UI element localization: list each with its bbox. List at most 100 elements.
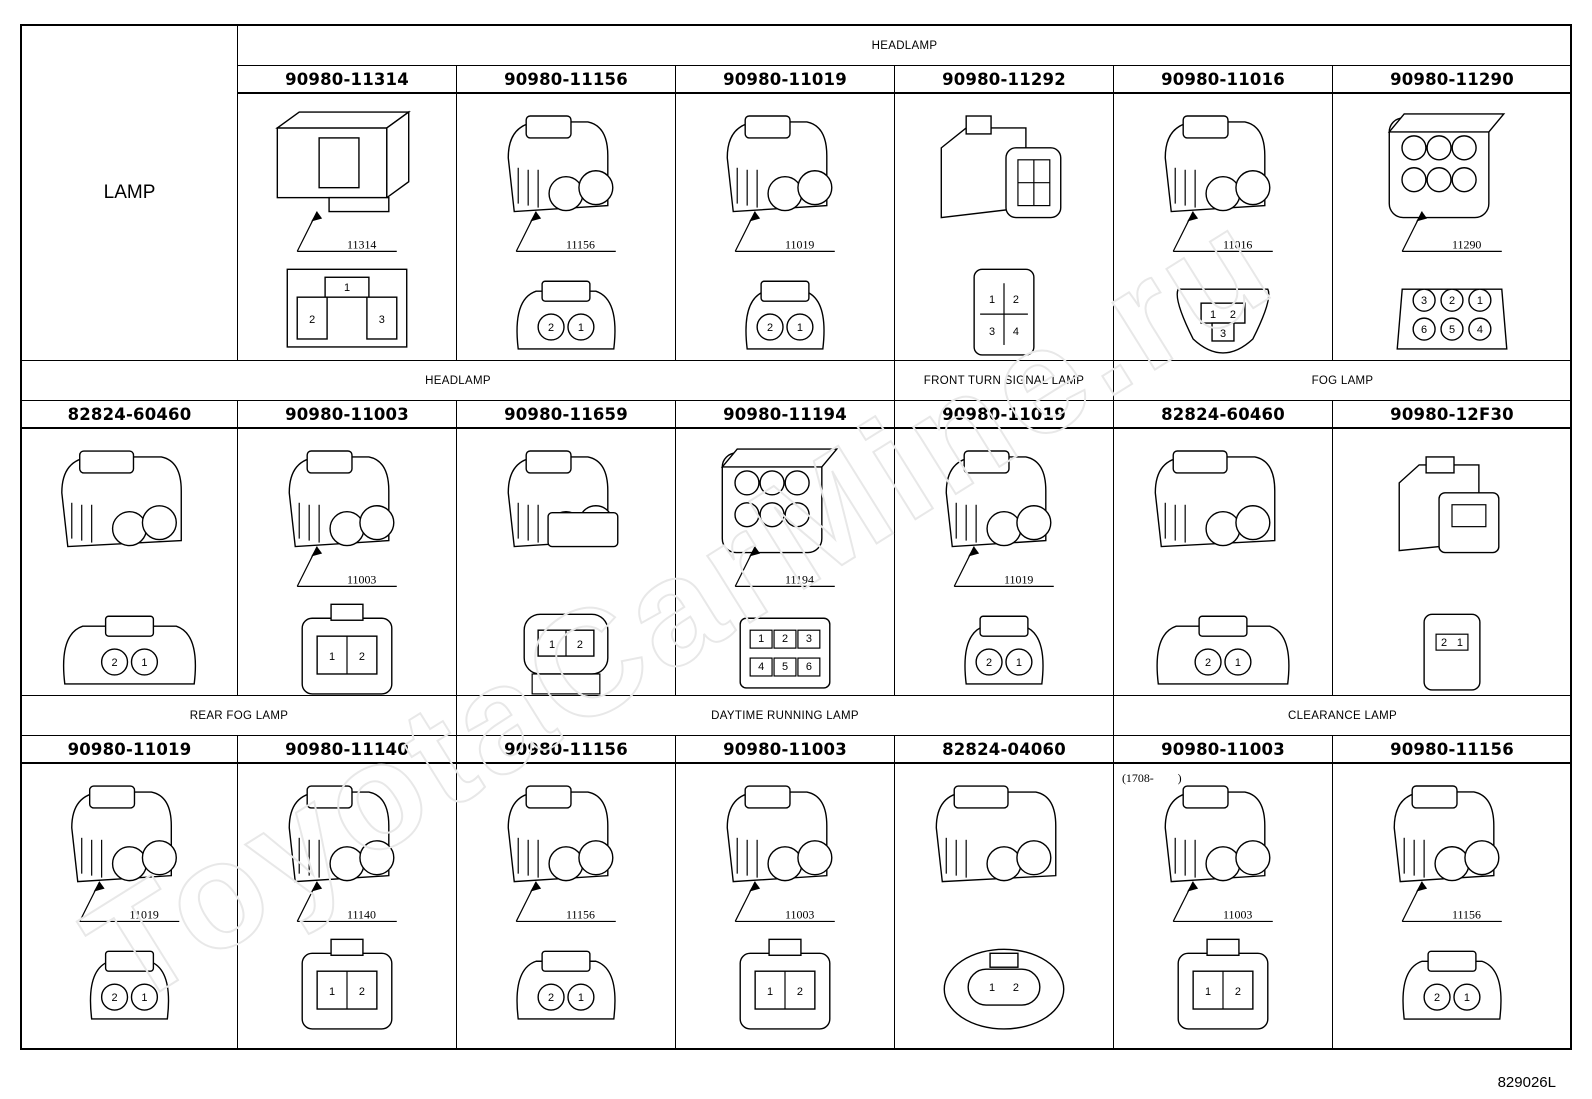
pin-number: 4 [1477,324,1483,336]
group-title: HEADLAMP [238,26,1572,66]
callout-label: 11156 [566,907,595,921]
part-callout: 11003 [734,881,835,923]
pin-number: 1 [1464,992,1470,1004]
pin-number: 2 [1235,986,1241,998]
part-number: 90980-11019 [22,736,238,764]
group-title: REAR FOG LAMP [22,696,457,736]
pin-number: 6 [806,661,812,673]
connector-sketch [935,785,1057,883]
part-callout: 11140 [296,881,397,923]
part-number: 90980-11314 [238,66,457,94]
pin-number: 2 [986,657,992,669]
connector-sketch [71,785,177,883]
pin-number: 1 [989,294,995,306]
diagram-code: 829026L [1497,1074,1556,1091]
part-number: 90980-11292 [895,66,1114,94]
part-callout: 11003 [1172,881,1273,923]
pin-number: 1 [141,657,147,669]
pin-number: 2 [359,651,365,663]
pin-number: 2 [1434,992,1440,1004]
callout-label: 11194 [785,572,814,586]
connector-sketch [945,450,1052,548]
pin-number: 1 [1205,986,1211,998]
part-number: 90980-11016 [1114,66,1333,94]
group-title: FRONT TURN SIGNAL LAMP [895,361,1114,401]
connector-sketch [1154,450,1276,548]
pin-number: 1 [1477,295,1483,307]
part-number: 82824-04060 [895,736,1114,764]
pin-number: 4 [1013,326,1019,338]
connector-sketch [1398,456,1500,554]
group-title: CLEARANCE LAMP [1114,696,1572,736]
connector-sketch [1164,785,1271,883]
part-number: 90980-11019 [676,66,895,94]
pin-number: 3 [989,326,995,338]
pin-number: 2 [112,657,118,669]
connector-sketch [275,110,411,213]
part-number: 90980-11156 [1333,736,1572,764]
pin-number: 2 [359,986,365,998]
part-callout: 11156 [515,881,616,923]
pin-number: 2 [548,992,554,1004]
part-number: 90980-11156 [457,736,676,764]
connector-sketch [720,448,839,554]
part-callout: 11019 [953,546,1054,587]
pin-number: 2 [112,992,118,1004]
connector-sketch [507,450,619,548]
pin-number: 1 [549,639,555,651]
pin-number: 2 [782,633,788,645]
part-callout: 11290 [1401,211,1502,252]
connector-sketch [288,450,395,548]
part-number: 90980-12F30 [1333,401,1572,429]
part-number: 82824-60460 [22,401,238,429]
part-number: 90980-11194 [676,401,895,429]
part-number: 82824-60460 [1114,401,1333,429]
callout-label: 11003 [347,572,376,586]
pin-number: 1 [797,322,803,334]
part-callout: 11314 [296,211,397,252]
part-callout: 11003 [296,546,397,587]
callout-label: 11019 [785,237,814,251]
pin-number: 1 [344,282,350,294]
pin-number: 2 [797,986,803,998]
pin-number: 2 [548,322,554,334]
lamp-label: LAMP [22,26,238,361]
callout-label: 11019 [130,907,159,921]
pin-number: 2 [767,322,773,334]
connector-drawing: 11019 2 1 [726,115,835,350]
pin-number: 2 [309,314,315,326]
part-callout: 11019 [734,211,835,252]
